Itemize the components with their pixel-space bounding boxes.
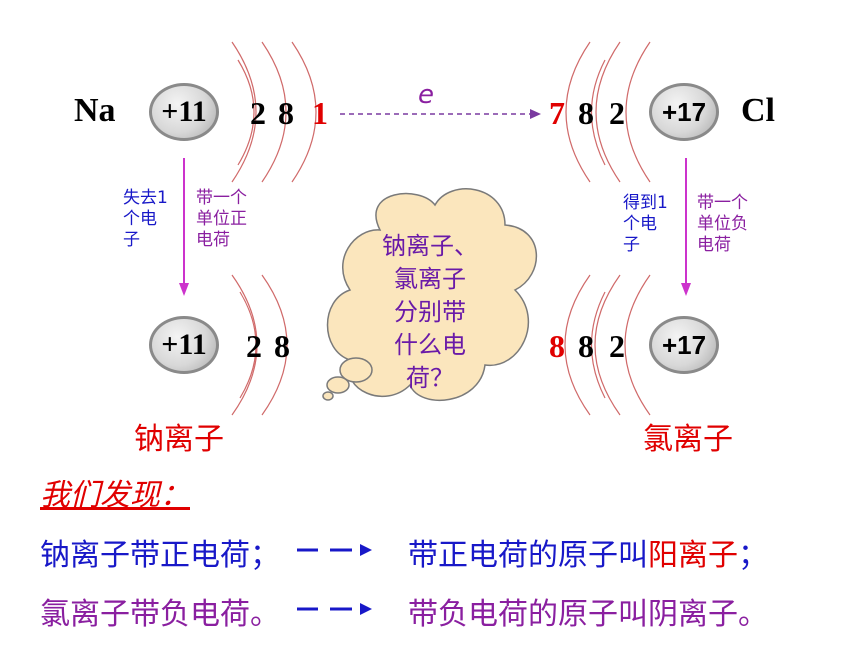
cl-charge-note: 带一个 单位负 电荷 (697, 193, 748, 256)
na-charge-line-2: 单位正 (196, 209, 247, 229)
cloud-line-4: 什么电 (394, 331, 466, 359)
na-shell-1: 2 (250, 95, 266, 131)
found-heading: 我们发现： (40, 478, 190, 513)
conclusion-arrow-1 (297, 544, 372, 556)
cloud-question: 钠离子、 氯离子 分别带 什么电 荷？ (355, 230, 505, 395)
na-shell-3: 1 (312, 95, 328, 131)
na-charge-note: 带一个 单位正 电荷 (196, 188, 247, 251)
na-ion-shell-arcs (231, 274, 288, 416)
na-shell-2: 8 (278, 95, 294, 131)
cl-charge-line-3: 电荷 (697, 235, 731, 255)
cloud-line-5: 荷？ (406, 364, 454, 392)
cloud-line-2: 氯离子 (394, 265, 466, 293)
na-nucleus: +11 (149, 83, 219, 141)
cl-shell-1: 7 (549, 95, 565, 131)
cl-gain-line-3: 子 (623, 235, 640, 255)
conclusion-1-text: 带正电荷的原子叫 (408, 538, 648, 573)
conclusion-2-right: 带负电荷的原子叫阴离子。 (408, 589, 768, 633)
conclusion-1-left: 钠离子带正电荷； (40, 538, 280, 573)
na-symbol: Na (74, 92, 116, 129)
na-nucleus-charge: +11 (161, 95, 207, 128)
cl-nucleus-charge: +17 (661, 96, 707, 127)
conclusion-arrow-2 (297, 603, 372, 615)
na-ion-shell-2: 8 (274, 328, 290, 364)
na-lose-line-1: 失去1 (123, 188, 168, 208)
cation-term: 阳离子 (648, 538, 738, 573)
cl-charge-line-2: 单位负 (697, 214, 748, 234)
cl-gain-line-2: 个电 (623, 214, 657, 234)
cl-shell-arcs (565, 41, 651, 183)
electron-label: e (418, 80, 434, 110)
na-charge-line-3: 电荷 (196, 230, 230, 250)
conclusion-1-right: 带正电荷的原子叫阳离子； (408, 530, 768, 574)
conclusion-2-text: 带负电荷的原子叫 (408, 597, 648, 632)
thought-cloud (322, 188, 538, 402)
cl-ion-shell-1: 8 (549, 328, 565, 364)
cl-ion-shell-arcs (564, 274, 651, 416)
cl-down-arrowhead (681, 283, 691, 296)
cl-symbol: Cl (741, 92, 775, 129)
na-ion-shell-1: 2 (246, 328, 262, 364)
na-lose-line-2: 个电 (123, 209, 157, 229)
na-lose-line-3: 子 (123, 230, 140, 250)
cl-gain-note: 得到1 个电 子 (623, 193, 668, 256)
na-charge-line-1: 带一个 (196, 188, 247, 208)
cl-shell-3: 2 (609, 95, 625, 131)
conclusion-2-punct: 。 (738, 597, 768, 632)
conclusion-2-left: 氯离子带负电荷。 (40, 597, 280, 632)
cl-ion-nucleus: +17 (649, 316, 719, 374)
cl-shell-2: 8 (578, 95, 594, 131)
cl-ion-name: 氯离子 (643, 422, 733, 457)
anion-term: 阴离子 (648, 597, 738, 632)
na-down-arrowhead (179, 283, 189, 296)
electron-arrowhead (530, 109, 541, 119)
na-shell-arcs (231, 41, 317, 183)
cl-nucleus: +17 (649, 83, 719, 141)
cl-ion-shell-2: 8 (578, 328, 594, 364)
cloud-line-1: 钠离子、 (382, 232, 478, 260)
na-ion-name: 钠离子 (134, 422, 224, 457)
cl-ion-nucleus-charge: +17 (661, 329, 707, 360)
cl-gain-line-1: 得到1 (623, 193, 668, 213)
conclusion-1-punct: ； (738, 538, 768, 573)
cl-ion-shell-3: 2 (609, 328, 625, 364)
na-lose-note: 失去1 个电 子 (123, 188, 168, 251)
na-ion-nucleus: +11 (149, 316, 219, 374)
cl-charge-line-1: 带一个 (697, 193, 748, 213)
cloud-line-3: 分别带 (394, 298, 466, 326)
na-ion-nucleus-charge: +11 (161, 328, 207, 361)
